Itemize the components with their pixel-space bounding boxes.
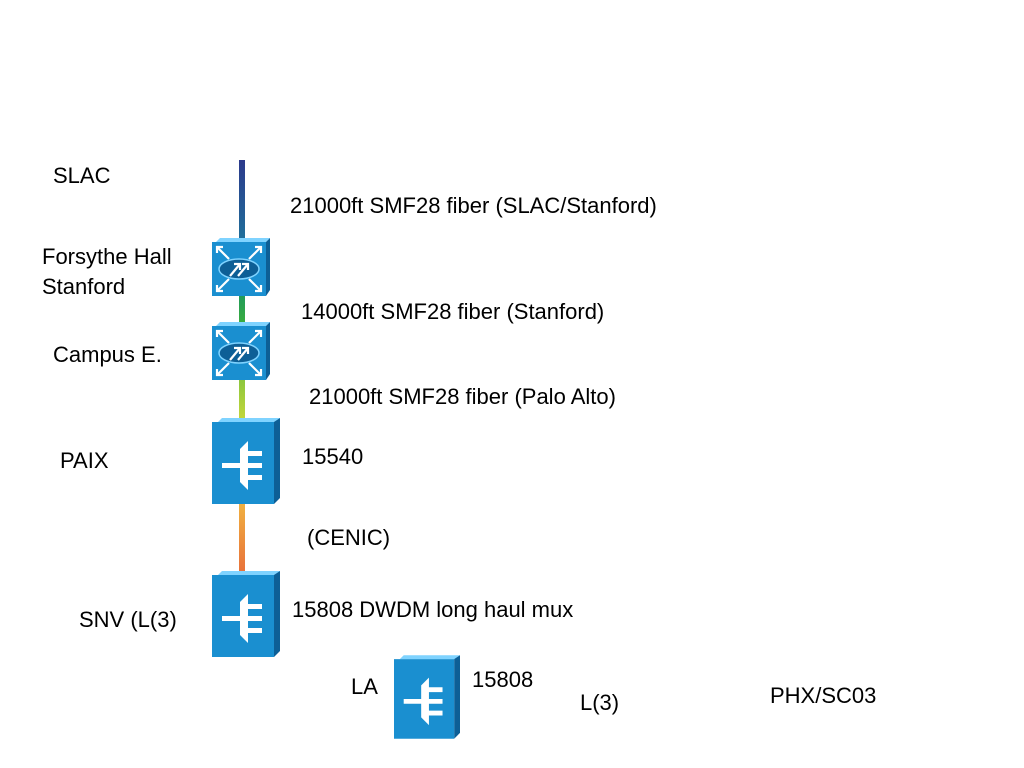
layer3-switch-icon — [212, 322, 270, 380]
device-label-15808-la: 15808 — [472, 667, 534, 692]
node-label-slac: SLAC — [53, 163, 111, 188]
link-label-slac-stanford: 21000ft SMF28 fiber (SLAC/Stanford) — [290, 193, 657, 218]
link-label-stanford: 14000ft SMF28 fiber (Stanford) — [301, 299, 605, 324]
fiber-link-cenic — [239, 504, 245, 574]
link-label-l3: L(3) — [580, 690, 620, 715]
device-label-15540: 15540 — [302, 444, 364, 469]
optical-mux-icon — [394, 655, 460, 739]
fiber-link-slac-stanford — [239, 160, 245, 240]
node-label-campus-e: Campus E. — [53, 342, 162, 367]
optical-mux-icon — [212, 418, 280, 504]
node-label-paix: PAIX — [60, 448, 109, 473]
fiber-link-palo-alto — [239, 380, 245, 422]
link-label-palo-alto: 21000ft SMF28 fiber (Palo Alto) — [309, 384, 616, 409]
device-label-15808-dwdm: 15808 DWDM long haul mux — [292, 597, 574, 622]
link-label-cenic: (CENIC) — [307, 525, 391, 550]
node-label-stanford: Stanford — [42, 274, 126, 299]
node-label-snv: SNV (L(3) — [79, 607, 177, 632]
optical-mux-icon — [212, 571, 280, 657]
fiber-link-stanford — [239, 294, 245, 326]
node-label-phx-sc03: PHX/SC03 — [770, 683, 877, 708]
node-label-la: LA — [351, 674, 378, 699]
node-label-forsythe-hall: Forsythe Hall — [42, 244, 172, 269]
layer3-switch-icon — [212, 238, 270, 296]
